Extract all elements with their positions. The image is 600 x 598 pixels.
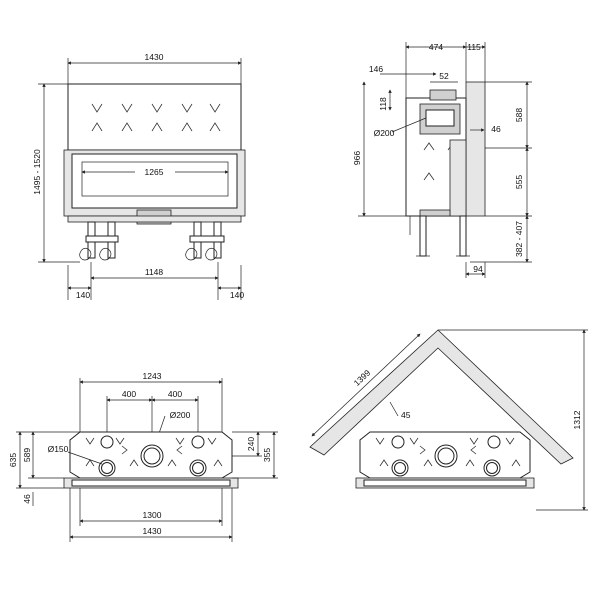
front-upper-panel xyxy=(67,83,242,151)
top-depth-635-label: 635 xyxy=(8,453,18,467)
top-view: 1243 400 400 Ø200 Ø150 xyxy=(8,371,278,542)
top-depth-589-label: 589 xyxy=(22,448,32,462)
corner-view: 1399 45 1312 xyxy=(309,329,588,511)
side-foot-label: 94 xyxy=(473,264,483,274)
side-collar-label: 52 xyxy=(439,71,449,81)
side-upper-label: 588 xyxy=(514,108,524,122)
front-legs-span-label: 1148 xyxy=(145,267,164,277)
side-offset-label: 146 xyxy=(369,64,383,74)
side-middle-label: 555 xyxy=(514,175,524,189)
top-depth-355-label: 355 xyxy=(262,448,272,462)
top-port-small-1 xyxy=(100,435,114,449)
corner-diagonal-label: 1399 xyxy=(352,368,373,388)
side-view: 474 115 146 52 118 Ø200 46 xyxy=(352,42,532,278)
corner-angle-label: 45 xyxy=(401,410,411,420)
side-legs-range-label: 382 - 407 xyxy=(514,221,524,257)
front-glass-width-label: 1265 xyxy=(145,167,164,177)
front-height-label: 1495 - 1520 xyxy=(32,149,42,195)
side-collar-height-label: 118 xyxy=(378,97,388,111)
top-width-label: 1243 xyxy=(143,371,162,381)
side-back-label: 115 xyxy=(467,42,481,52)
front-pattern xyxy=(91,103,221,132)
side-flue-collar xyxy=(429,89,457,101)
top-inner-width-label: 1300 xyxy=(143,510,162,520)
top-outer-width-label: 1430 xyxy=(143,526,162,536)
top-spacing-right-label: 400 xyxy=(168,389,182,399)
front-width-label: 1430 xyxy=(145,52,164,62)
top-flue-diameter-label: Ø200 xyxy=(170,410,191,420)
front-view: 1430 1265 xyxy=(32,52,246,300)
side-depth-label: 474 xyxy=(429,42,443,52)
corner-height-label: 1312 xyxy=(572,410,582,429)
side-flue-diameter-label: Ø200 xyxy=(374,128,395,138)
top-outlet-diameter-label: Ø150 xyxy=(48,444,69,454)
top-port-small-2 xyxy=(191,435,205,449)
front-offset-left-label: 140 xyxy=(76,290,90,300)
side-back-panel xyxy=(465,81,486,217)
front-legs xyxy=(79,221,225,261)
side-height-label: 966 xyxy=(352,151,362,165)
top-spacing-left-label: 400 xyxy=(122,389,136,399)
side-gap-label: 46 xyxy=(491,124,501,134)
top-depth-240-label: 240 xyxy=(246,437,256,451)
top-front-46-label: 46 xyxy=(22,494,32,504)
front-glass xyxy=(71,153,238,209)
front-offset-right-label: 140 xyxy=(230,290,244,300)
